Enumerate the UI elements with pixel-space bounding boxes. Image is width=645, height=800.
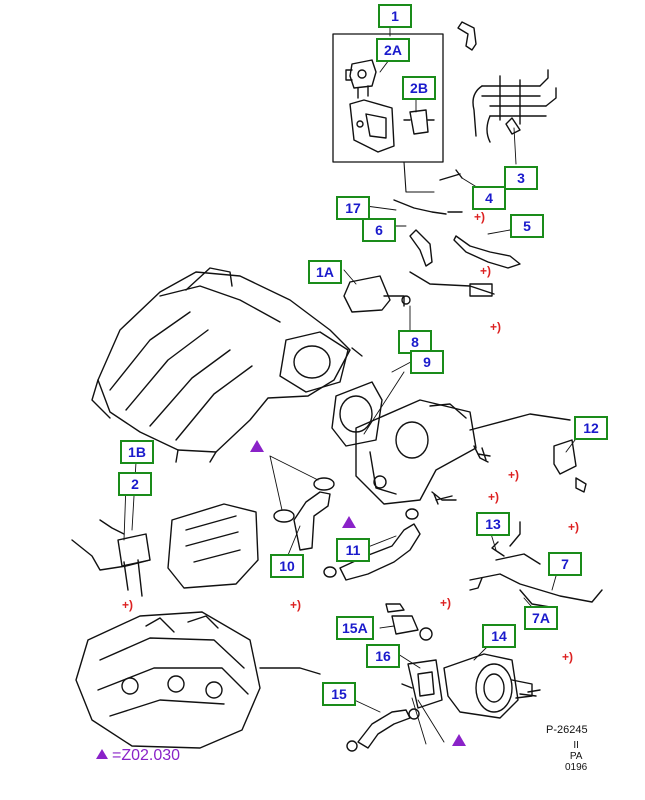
callout-14[interactable]: 14 xyxy=(482,624,516,648)
plus-reference: +) xyxy=(488,490,500,504)
figure-reference: P-26245 xyxy=(546,724,588,736)
gasket-16 xyxy=(407,659,443,709)
throttle-body xyxy=(355,399,571,505)
detail-frame xyxy=(332,33,444,163)
plus-reference: +) xyxy=(290,598,302,612)
hose-top xyxy=(457,21,477,51)
legend-triangle-icon xyxy=(96,749,108,759)
callout-7[interactable]: 7 xyxy=(548,552,582,576)
callout-1[interactable]: 1 xyxy=(378,4,412,28)
tube-15 xyxy=(346,708,420,752)
callout-6[interactable]: 6 xyxy=(362,218,396,242)
triangle-markers xyxy=(250,440,466,746)
plus-reference: +) xyxy=(440,596,452,610)
egr-valve-14 xyxy=(443,653,541,719)
callout-15a[interactable]: 15A xyxy=(336,616,374,640)
bracket-12 xyxy=(553,439,587,493)
callout-5[interactable]: 5 xyxy=(510,214,544,238)
callout-2b[interactable]: 2B xyxy=(402,76,436,100)
plus-reference: +) xyxy=(474,210,486,224)
plus-reference: +) xyxy=(562,650,574,664)
hoses-upper xyxy=(393,199,521,269)
legend: =Z02.030 xyxy=(96,746,180,766)
callout-4[interactable]: 4 xyxy=(472,186,506,210)
callout-2[interactable]: 2 xyxy=(118,472,152,496)
callout-15[interactable]: 15 xyxy=(322,682,356,706)
callout-11[interactable]: 11 xyxy=(336,538,370,562)
hose-11 xyxy=(323,508,421,581)
gasket-9 xyxy=(331,381,383,447)
figure-code-date: 0196 xyxy=(565,762,588,773)
vacuum-line xyxy=(403,161,435,193)
callout-10[interactable]: 10 xyxy=(270,554,304,578)
vacuum-pipe-assembly xyxy=(472,69,557,143)
plus-reference: +) xyxy=(508,468,520,482)
vacuum-canister-area xyxy=(71,503,259,597)
callout-16[interactable]: 16 xyxy=(366,644,400,668)
callout-1b[interactable]: 1B xyxy=(120,440,154,464)
sensor-2b xyxy=(403,109,435,135)
engine-block xyxy=(75,611,321,749)
callout-13[interactable]: 13 xyxy=(476,512,510,536)
callout-7a[interactable]: 7A xyxy=(524,606,558,630)
plus-reference: +) xyxy=(480,264,492,278)
regulator-bracket xyxy=(349,99,395,153)
bolts xyxy=(351,169,537,697)
callout-2a[interactable]: 2A xyxy=(376,38,410,62)
egr-valve-1a xyxy=(343,271,495,313)
plus-reference: +) xyxy=(568,520,580,534)
callout-1a[interactable]: 1A xyxy=(308,260,342,284)
figure-code-mark: II xyxy=(573,740,579,751)
callout-12[interactable]: 12 xyxy=(574,416,608,440)
intake-manifold xyxy=(91,267,351,463)
figure-code: II PA 0196 xyxy=(565,740,587,773)
plus-reference: +) xyxy=(122,598,134,612)
hose-10 xyxy=(273,477,335,551)
callout-3[interactable]: 3 xyxy=(504,166,538,190)
callout-17[interactable]: 17 xyxy=(336,196,370,220)
vacuum-regulator-2a xyxy=(345,59,377,99)
union-15a xyxy=(391,615,433,641)
callout-9[interactable]: 9 xyxy=(410,350,444,374)
hoses-7-13 xyxy=(469,521,603,609)
plus-reference: +) xyxy=(490,320,502,334)
figure-code-pa: PA xyxy=(569,751,583,762)
legend-text: =Z02.030 xyxy=(112,747,181,764)
